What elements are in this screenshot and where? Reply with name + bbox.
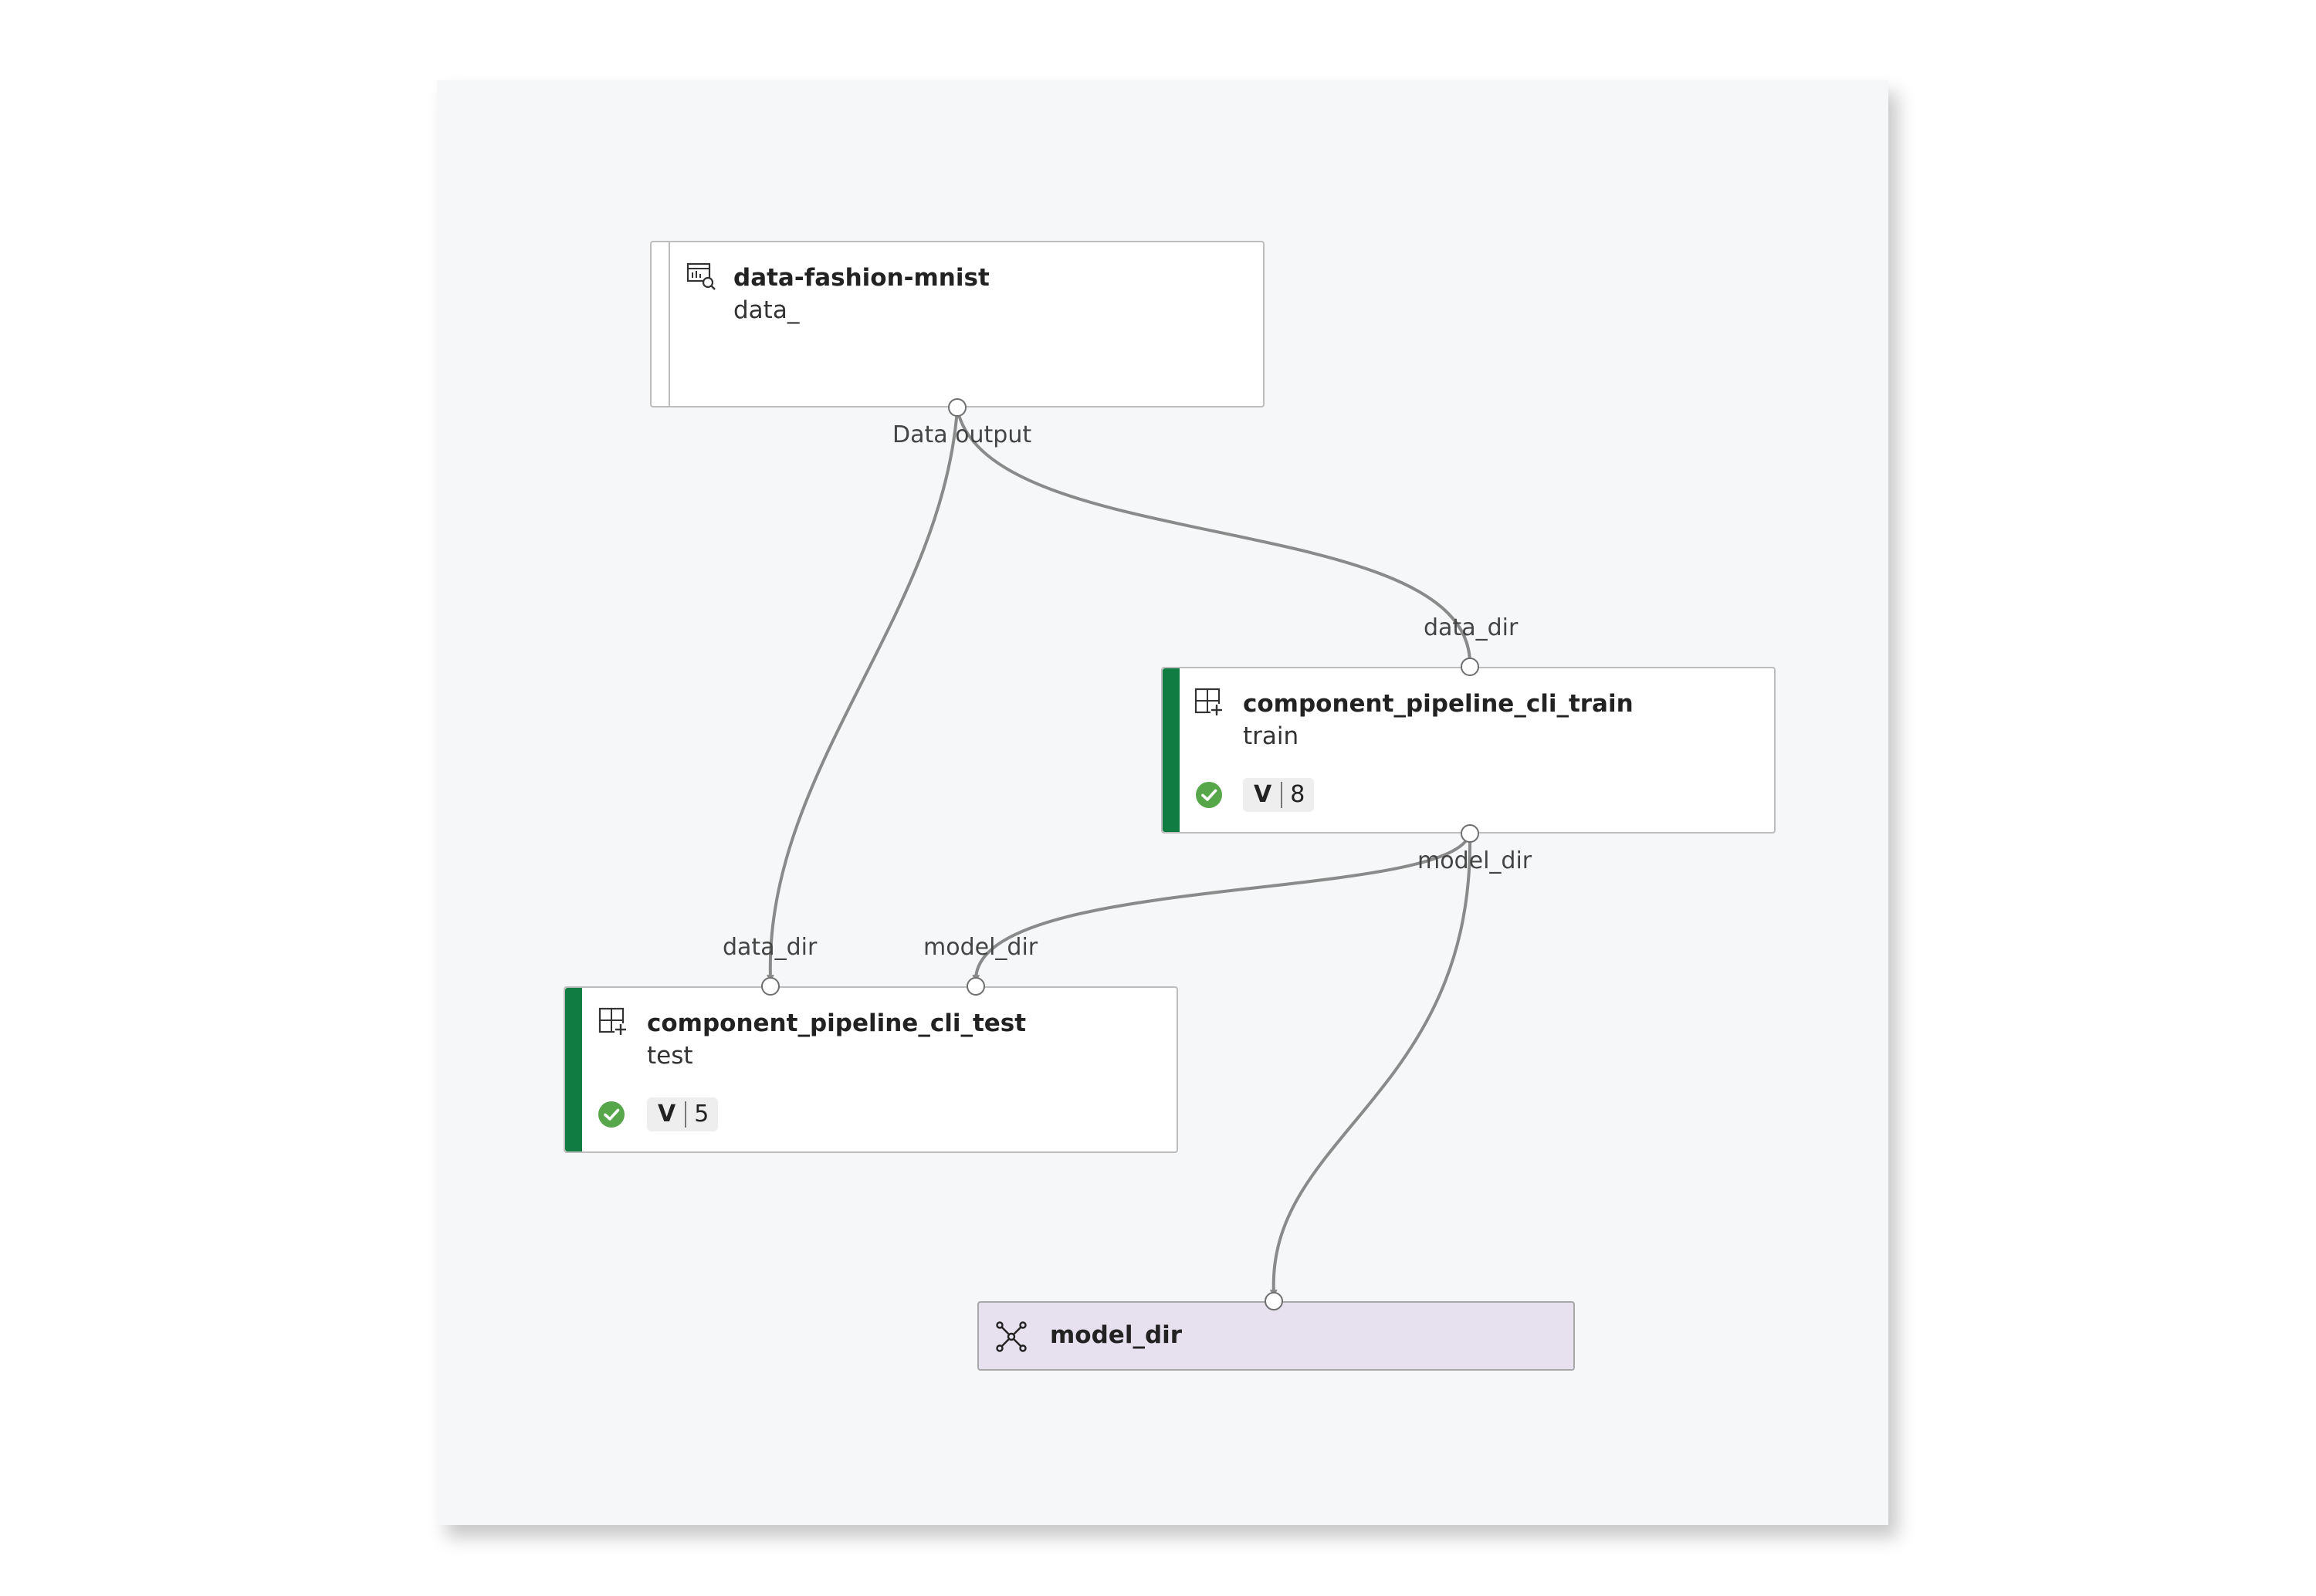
- test-data-dir-port-label: data_dir: [723, 934, 818, 961]
- success-check-icon: [598, 1101, 625, 1128]
- data-output-port-label: Data output: [892, 421, 1032, 448]
- status-bar: [1163, 668, 1180, 832]
- node-title: model_dir: [1050, 1321, 1183, 1349]
- dataset-icon: [686, 262, 716, 290]
- component-icon: [598, 1007, 627, 1036]
- test-model-dir-port[interactable]: [967, 977, 985, 996]
- success-check-icon: [1196, 782, 1222, 808]
- version-label: V: [647, 1101, 687, 1128]
- node-subtitle: test: [647, 1042, 693, 1070]
- node-subtitle: train: [1243, 722, 1299, 750]
- test-model-dir-port-label: model_dir: [923, 934, 1038, 961]
- test-node[interactable]: component_pipeline_cli_test test V 5: [564, 986, 1178, 1153]
- version-label: V: [1243, 782, 1283, 808]
- version-number: 5: [694, 1101, 709, 1128]
- node-subtitle: data_: [733, 296, 800, 324]
- status-bar: [565, 988, 582, 1151]
- component-icon: [1194, 688, 1223, 716]
- node-title: component_pipeline_cli_train: [1243, 690, 1634, 718]
- pipeline-output-node[interactable]: model_dir: [977, 1301, 1575, 1371]
- node-title: component_pipeline_cli_test: [647, 1009, 1027, 1037]
- data-node[interactable]: data-fashion-mnist data_: [650, 241, 1265, 407]
- output-model-dir-port[interactable]: [1265, 1292, 1283, 1310]
- pipeline-output-icon: [996, 1321, 1027, 1352]
- train-model-dir-port-label: model_dir: [1417, 847, 1532, 874]
- version-badge: V 8: [1243, 778, 1315, 812]
- train-data-dir-port-label: data_dir: [1424, 614, 1519, 641]
- version-badge: V 5: [647, 1097, 719, 1131]
- node-side-bar: [652, 242, 670, 406]
- train-data-dir-port[interactable]: [1461, 658, 1479, 676]
- data-output-port[interactable]: [948, 398, 967, 417]
- test-data-dir-port[interactable]: [761, 977, 780, 996]
- train-model-dir-port[interactable]: [1461, 824, 1479, 843]
- version-number: 8: [1290, 781, 1305, 808]
- train-node[interactable]: component_pipeline_cli_train train V 8: [1161, 667, 1776, 834]
- node-title: data-fashion-mnist: [733, 264, 990, 292]
